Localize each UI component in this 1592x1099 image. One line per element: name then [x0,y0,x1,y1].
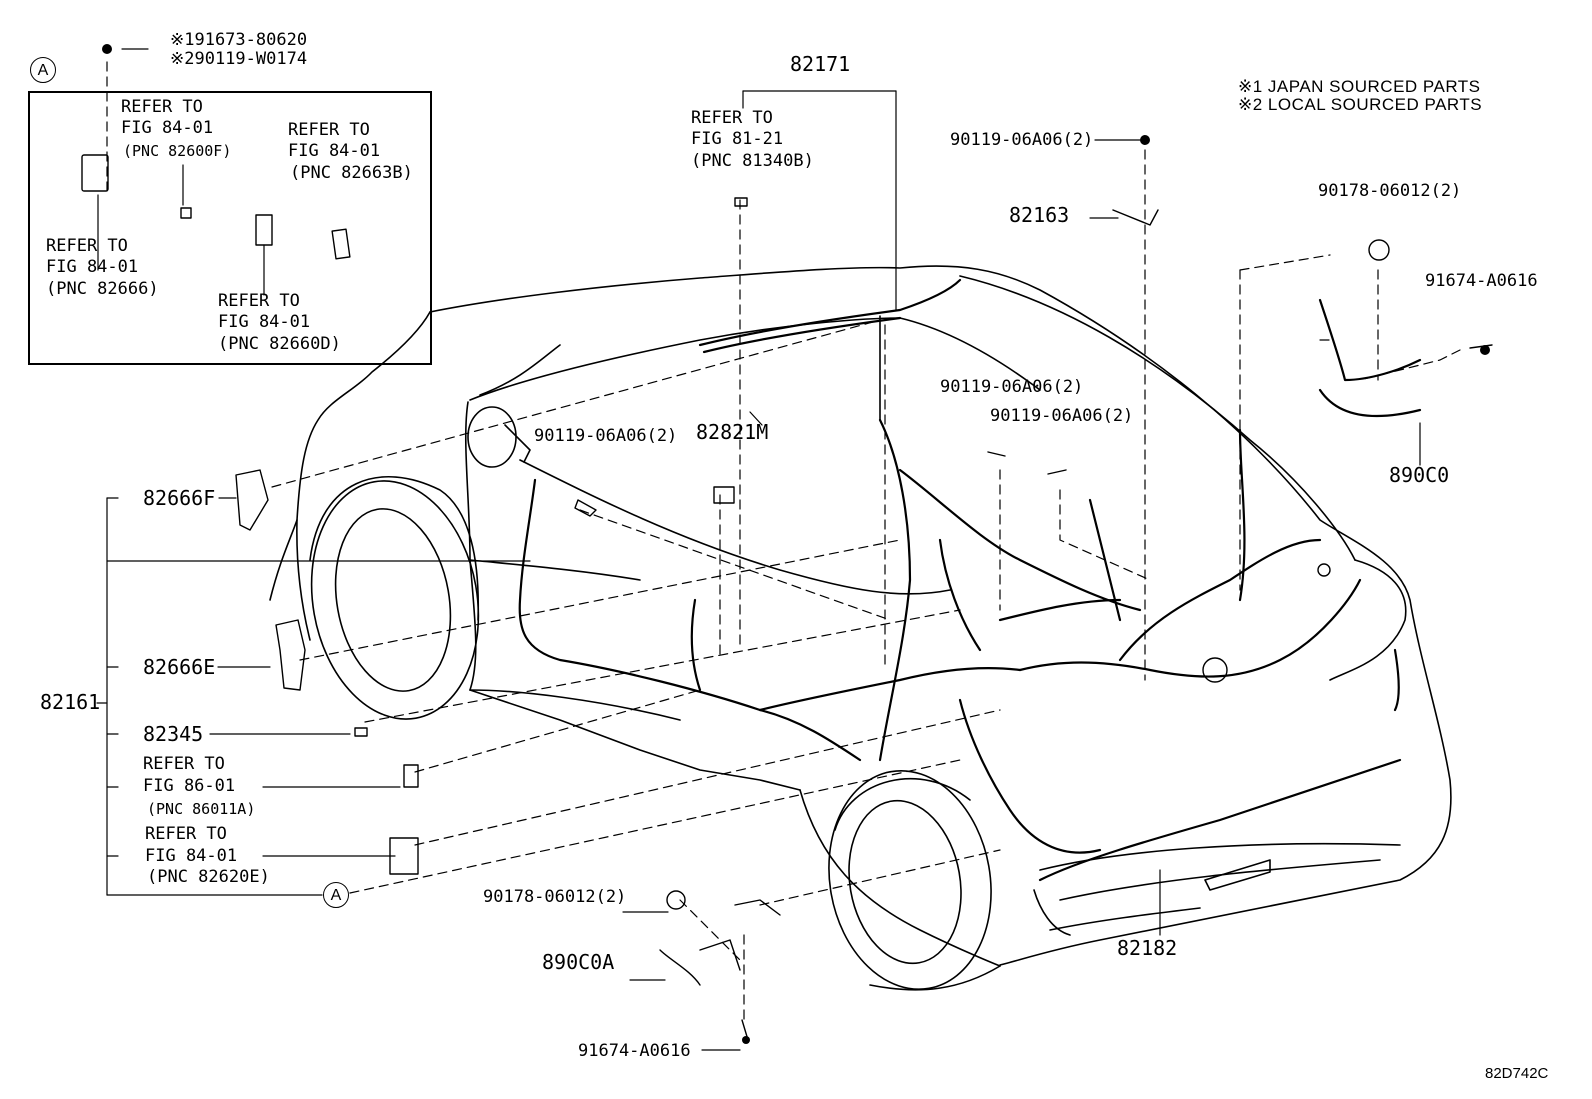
figure-code: 82D742C [1485,1065,1549,1082]
ref-line2: FIG 81-21 [691,129,784,149]
ref-line1: REFER TO [288,120,370,140]
part-label-82666e: 82666E [143,655,216,679]
ref-line2: FIG 84-01 [46,257,139,277]
ref-line1: REFER TO [143,754,225,774]
ref-line2: FIG 86-01 [143,776,236,796]
part-label-890c0a: 890C0A [542,950,615,974]
wiring-harness [518,278,1422,882]
part-number-note1: ※191673-80620 [170,30,308,50]
source-note-2: ※2 LOCAL SOURCED PARTS [1238,95,1483,114]
ref-line1: REFER TO [121,97,203,117]
source-note-1: ※1 JAPAN SOURCED PARTS [1238,77,1481,96]
bolt-label: 90119-06A06(2) [940,377,1084,397]
ref-line1: REFER TO [46,236,128,256]
callout-lines [96,48,1421,1051]
part-label-82163: 82163 [1009,203,1070,227]
component-parts [81,154,1493,1041]
nut-label: 90178-06012(2) [1318,181,1462,201]
part-label-82182: 82182 [1117,936,1178,960]
side-mirror [467,406,531,468]
bolt-label: 90119-06A06(2) [950,130,1094,150]
front-wheel [309,476,480,720]
ref-pnc: (PNC 81340B) [691,151,814,171]
small-fasteners [102,44,1490,1044]
part-label-82161: 82161 [40,690,101,714]
part-label-82345: 82345 [143,722,204,746]
part-label-82666f: 82666F [143,486,216,510]
inset-marker-a: A [30,57,56,83]
bolt-label: 90119-06A06(2) [990,406,1134,426]
ref-line1: REFER TO [145,824,227,844]
ref-line1: REFER TO [691,108,773,128]
bolt-label: 91674-A0616 [578,1041,691,1061]
bolt-label: 90119-06A06(2) [534,426,678,446]
ref-line2: FIG 84-01 [145,846,238,866]
part-number-note2: ※290119-W0174 [170,49,308,69]
ref-pnc: (PNC 82620E) [147,867,270,887]
part-label-890c0: 890C0 [1389,463,1450,487]
inset-detail-box [28,91,432,365]
ref-pnc: (PNC 82666) [46,279,159,299]
leader-lines [106,61,1461,1023]
ref-pnc: (PNC 86011A) [147,800,256,818]
ref-line2: FIG 84-01 [218,312,311,332]
ref-line1: REFER TO [218,291,300,311]
part-label-82171: 82171 [790,52,851,76]
ref-line2: FIG 84-01 [121,118,214,138]
part-label-82821m: 82821M [696,420,769,444]
ref-pnc: (PNC 82660D) [218,334,341,354]
ref-pnc: (PNC 82600F) [123,142,232,160]
nut-label: 90178-06012(2) [483,887,627,907]
rear-wheel [828,769,992,991]
car-body-outline [269,265,1452,991]
ref-line2: FIG 84-01 [288,141,381,161]
bolt-label: 91674-A0616 [1425,271,1538,291]
ref-pnc: (PNC 82663B) [290,163,413,183]
marker-a: A [323,882,349,908]
